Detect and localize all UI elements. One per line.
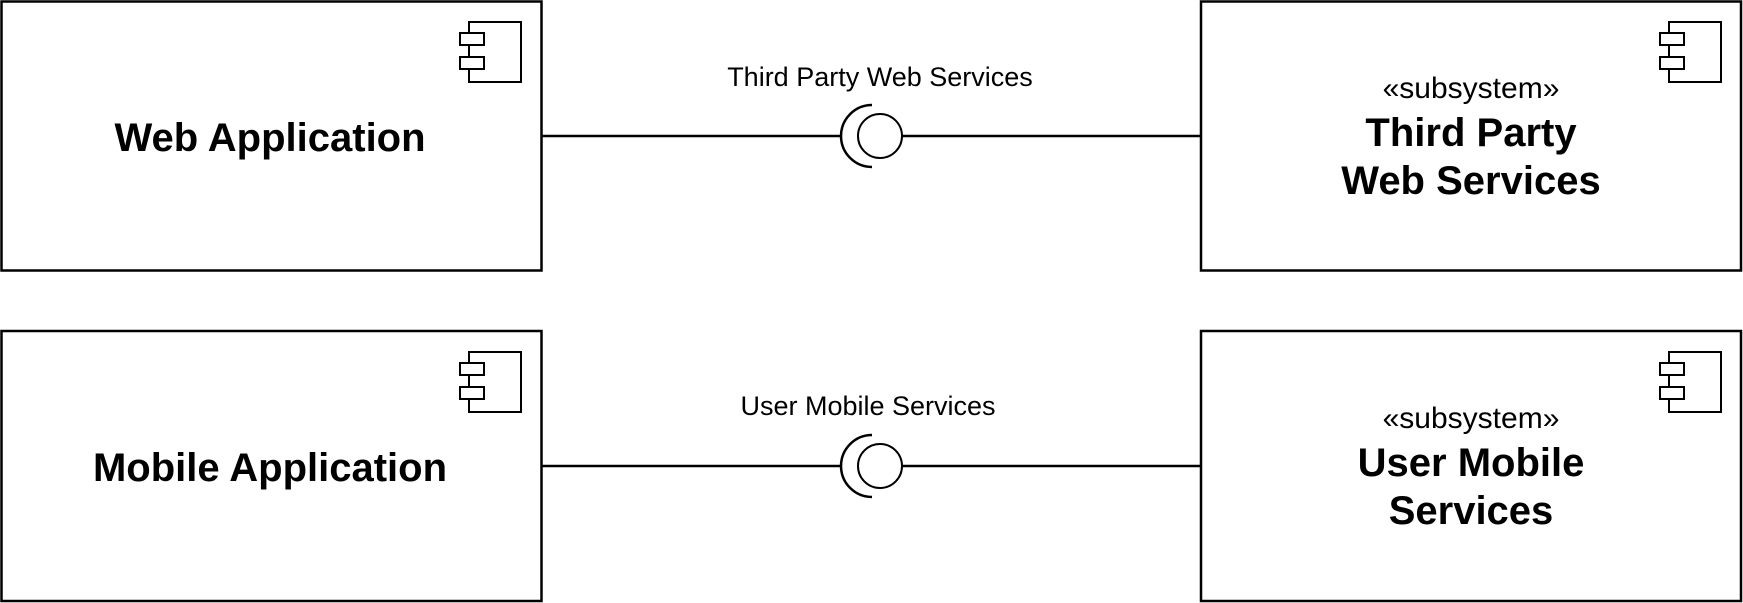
connector-third-party-web-services: Third Party Web Services bbox=[542, 62, 1201, 169]
connector-user-mobile-services: User Mobile Services bbox=[542, 391, 1201, 499]
stereotype-label: «subsystem» bbox=[1383, 72, 1560, 105]
subsystem-name-line-2: Web Services bbox=[1341, 159, 1600, 203]
interface-label-user-mobile-services: User Mobile Services bbox=[740, 391, 995, 421]
interface-label-third-party-web-services: Third Party Web Services bbox=[727, 62, 1033, 92]
component-icon bbox=[1659, 351, 1722, 413]
subsystem-name-line-2: Services bbox=[1389, 489, 1554, 533]
component-web-application[interactable]: Web Application bbox=[0, 0, 543, 272]
ball-icon bbox=[857, 113, 903, 159]
component-icon bbox=[1659, 21, 1722, 83]
stereotype-label: «subsystem» bbox=[1383, 402, 1560, 435]
component-name: Web Application bbox=[114, 116, 425, 160]
subsystem-user-mobile-services[interactable]: «subsystem» User Mobile Services bbox=[1199, 329, 1743, 603]
component-box bbox=[0, 0, 543, 272]
socket-icon bbox=[839, 433, 873, 499]
component-icon bbox=[459, 351, 522, 413]
component-mobile-application[interactable]: Mobile Application bbox=[0, 329, 543, 603]
socket-icon bbox=[839, 103, 873, 169]
component-box bbox=[1199, 0, 1743, 272]
component-icon bbox=[459, 21, 522, 83]
component-name: Mobile Application bbox=[93, 446, 447, 490]
subsystem-name-line-1: User Mobile bbox=[1358, 441, 1585, 485]
ball-icon bbox=[857, 443, 903, 489]
component-box bbox=[1199, 329, 1743, 603]
subsystem-name-line-1: Third Party bbox=[1365, 111, 1577, 155]
subsystem-third-party-web-services[interactable]: «subsystem» Third Party Web Services bbox=[1199, 0, 1743, 272]
component-box bbox=[0, 329, 543, 603]
